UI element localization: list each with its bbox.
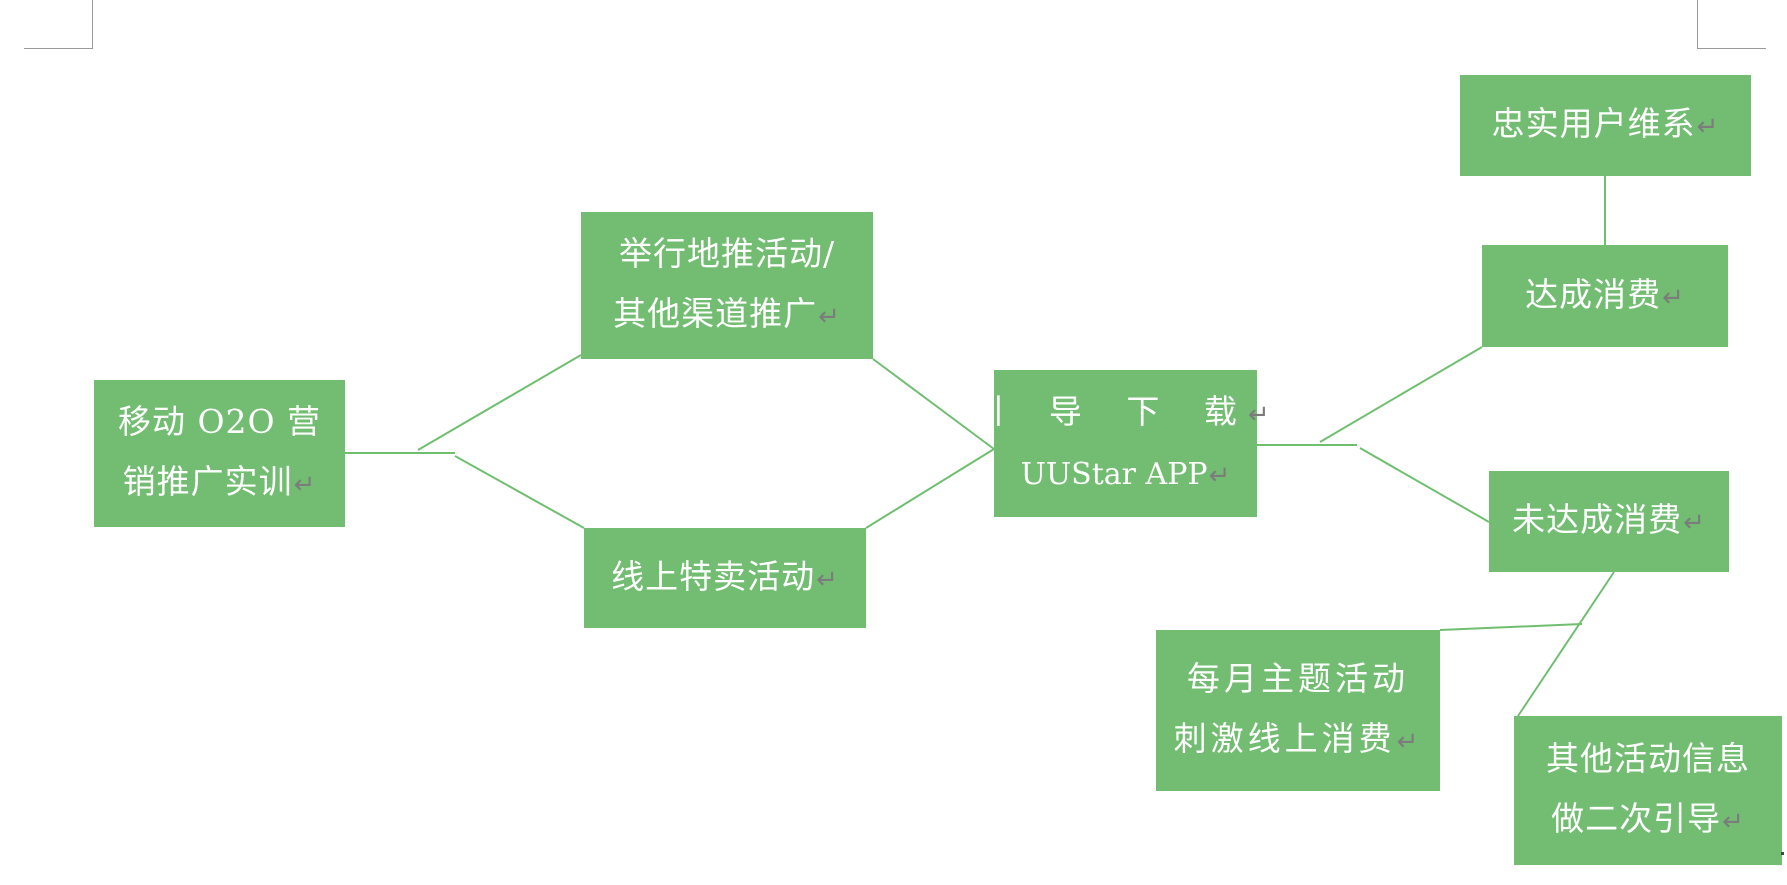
connector-offline-to-download xyxy=(872,358,995,450)
paragraph-return-mark: ↵ xyxy=(1696,112,1720,142)
paragraph-return-mark: ↵ xyxy=(1208,460,1231,491)
connector-notconsumed-to-other xyxy=(1517,571,1615,717)
node-guide-app-download: 引 导 下 载↵ UUStar APP↵ xyxy=(971,370,1270,517)
paragraph-return-mark: ↵ xyxy=(293,470,317,500)
node-online-flash-sale: 线上特卖活动↵ xyxy=(584,528,866,628)
node-text-line: 举行地推活动/ xyxy=(618,234,836,273)
connector-download-to-consumed xyxy=(1319,346,1483,443)
node-text-line: 每月主题活动 xyxy=(1187,659,1409,698)
connector-root-to-offline xyxy=(417,354,582,451)
node-purchase-completed: 达成消费↵ xyxy=(1482,245,1728,347)
paragraph-return-mark: ↵ xyxy=(1722,807,1745,837)
connector-online-to-download xyxy=(865,448,995,529)
node-text-line: 达成消费↵ xyxy=(1525,274,1685,314)
connector-root-to-online xyxy=(454,455,585,529)
node-loyal-user-retention: 忠实用户维系↵ xyxy=(1460,75,1751,176)
node-text-line: 刺激线上消费↵ xyxy=(1173,719,1423,758)
node-monthly-theme-activity: 每月主题活动 刺激线上消费↵ xyxy=(1156,630,1440,791)
paragraph-return-mark: ↵ xyxy=(1396,727,1423,757)
node-text-line: 移动 O2O 营 xyxy=(117,402,322,441)
node-purchase-not-completed: 未达成消费↵ xyxy=(1489,471,1729,572)
page-edge-mark xyxy=(1781,852,1784,855)
node-text-line: 未达成消费↵ xyxy=(1512,500,1706,539)
page-corner-mark-top-right xyxy=(1697,0,1766,49)
connector-notconsumed-to-monthly xyxy=(1439,623,1583,631)
node-text-line: 销推广实训↵ xyxy=(122,462,317,501)
node-other-activity-info: 其他活动信息 做二次引导↵ xyxy=(1514,716,1782,865)
node-text-line: 其他渠道推广↵ xyxy=(613,294,841,333)
node-text-line: 做二次引导↵ xyxy=(1551,799,1745,838)
node-text-line: 引 导 下 载↵ xyxy=(971,391,1280,431)
paragraph-return-mark: ↵ xyxy=(1247,399,1280,430)
node-text-line: 其他活动信息 xyxy=(1546,739,1750,778)
node-offline-promotion: 举行地推活动/ 其他渠道推广↵ xyxy=(581,212,873,359)
paragraph-return-mark: ↵ xyxy=(1683,508,1706,538)
paragraph-return-mark: ↵ xyxy=(1662,282,1685,313)
node-text-line: UUStar APP↵ xyxy=(1020,456,1231,492)
paragraph-return-mark: ↵ xyxy=(818,302,841,332)
node-text-line: 忠实用户维系↵ xyxy=(1491,104,1720,143)
node-text-line: 线上特卖活动↵ xyxy=(611,556,839,596)
page-corner-mark-top-left xyxy=(24,0,93,49)
connector-download-to-notconsumed xyxy=(1359,447,1490,523)
node-mobile-o2o-marketing-training: 移动 O2O 营 销推广实训↵ xyxy=(94,380,345,527)
paragraph-return-mark: ↵ xyxy=(816,564,839,595)
